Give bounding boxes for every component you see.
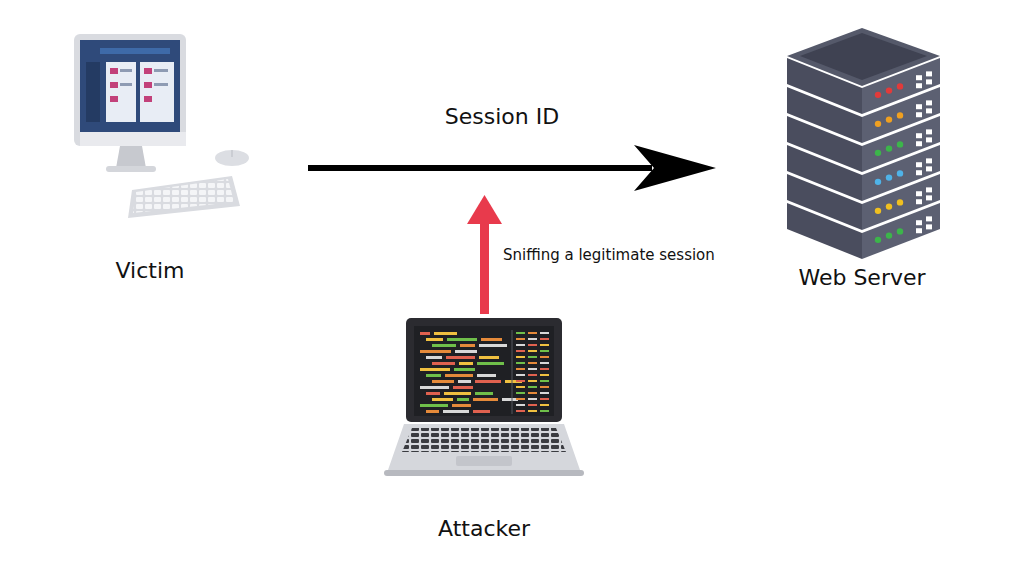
edge-label: Session ID: [445, 104, 559, 129]
node-label: Web Server: [798, 265, 925, 290]
server-rack: [787, 28, 940, 259]
node-label: Attacker: [438, 516, 530, 541]
annotation-label: Sniffing a legitimate session: [503, 246, 715, 264]
desktop-computer: [74, 34, 249, 218]
icon-node: Web Server: [716, 24, 956, 296]
sniffing-arrow: [467, 195, 502, 314]
node-label: Victim: [116, 258, 185, 283]
icon-node: Victim: [40, 26, 308, 294]
icon-node: Attacker: [370, 312, 600, 552]
laptop: [384, 318, 584, 476]
connector-arrow: [308, 145, 716, 191]
